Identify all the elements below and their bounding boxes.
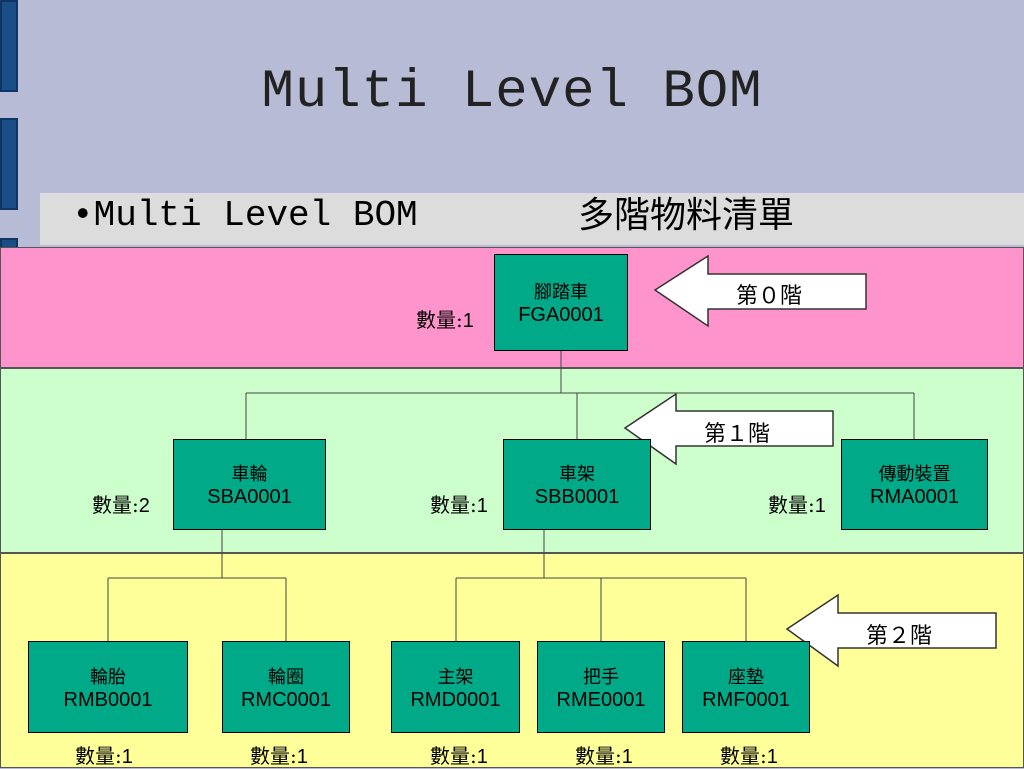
qty-value: 1 (621, 746, 633, 768)
qty-value: 1 (476, 495, 488, 517)
node-name: 車架 (559, 464, 595, 485)
qty-label: 數量: (75, 744, 122, 768)
qty-frame: 數量:1 (430, 489, 488, 518)
bom-node-wheel[interactable]: 車輪 SBA0001 (173, 439, 326, 530)
qty-seat: 數量:1 (720, 740, 778, 769)
bom-node-root[interactable]: 腳踏車 FGA0001 (494, 254, 628, 351)
qty-label: 數量: (575, 744, 622, 768)
node-code: FGA0001 (518, 304, 604, 326)
qty-value: 1 (814, 495, 826, 517)
node-code: SBA0001 (207, 486, 292, 508)
qty-value: 2 (138, 495, 150, 517)
node-code: RMC0001 (240, 688, 332, 711)
qty-tire: 數量:1 (75, 740, 133, 769)
qty-rim: 數量:1 (250, 740, 308, 769)
bom-node-rim[interactable]: 輪圈 RMC0001 (222, 641, 350, 733)
node-name: 輪圈 (268, 666, 304, 688)
qty-label: 數量: (92, 493, 139, 517)
bom-node-drive[interactable]: 傳動裝置 RMA0001 (841, 439, 988, 530)
qty-value: 1 (462, 310, 474, 332)
qty-value: 1 (766, 746, 778, 768)
bullet-text: Multi Level BOM (93, 195, 418, 236)
node-name: 傳動裝置 (878, 464, 951, 485)
qty-root: 數量:1 (416, 304, 474, 333)
qty-value: 1 (121, 746, 133, 768)
qty-handle: 數量:1 (575, 740, 633, 769)
node-name: 車輪 (231, 464, 268, 485)
bullet-chinese: 多階物料清單 (578, 195, 795, 236)
qty-label: 數量: (720, 744, 767, 768)
node-code: RMA0001 (870, 486, 959, 508)
level-0-arrow (653, 254, 867, 328)
node-code: SBB0001 (534, 486, 620, 508)
qty-label: 數量: (430, 493, 477, 517)
left-accent-bar (0, 0, 18, 92)
level-2-label: 第２階 (866, 624, 933, 649)
level-1-label: 第１階 (704, 422, 771, 447)
bom-node-mainframe[interactable]: 主架 RMD0001 (391, 641, 520, 733)
bom-node-frame[interactable]: 車架 SBB0001 (503, 439, 651, 530)
bullet-item: •Multi Level BOM (72, 193, 418, 239)
qty-label: 數量: (768, 493, 815, 517)
bullet-marker: • (72, 195, 94, 236)
level-1-arrow (623, 392, 834, 466)
bom-node-seat[interactable]: 座墊 RMF0001 (682, 641, 810, 733)
qty-drive: 數量:1 (768, 489, 826, 518)
level-2-arrow (785, 593, 997, 668)
node-name: 把手 (583, 666, 619, 688)
node-name: 主架 (437, 666, 474, 688)
qty-label: 數量: (416, 308, 463, 332)
bullet-row (40, 193, 1024, 245)
node-code: RME0001 (556, 688, 646, 711)
qty-mainframe: 數量:1 (430, 740, 488, 769)
node-name: 座墊 (728, 666, 764, 688)
node-code: RMD0001 (410, 688, 501, 711)
qty-wheel: 數量:2 (92, 489, 150, 518)
left-accent-bar (0, 118, 18, 210)
node-code: RMB0001 (63, 688, 153, 711)
node-name: 腳踏車 (534, 282, 588, 303)
node-name: 輪胎 (90, 666, 126, 688)
qty-value: 1 (296, 746, 308, 768)
qty-label: 數量: (430, 744, 477, 768)
qty-value: 1 (476, 746, 488, 768)
qty-label: 數量: (250, 744, 297, 768)
slide-title: Multi Level BOM (261, 62, 763, 123)
bom-node-tire[interactable]: 輪胎 RMB0001 (28, 641, 188, 733)
bom-node-handle[interactable]: 把手 RME0001 (537, 641, 665, 733)
level-0-label: 第０階 (736, 284, 803, 309)
node-code: RMF0001 (702, 688, 790, 711)
